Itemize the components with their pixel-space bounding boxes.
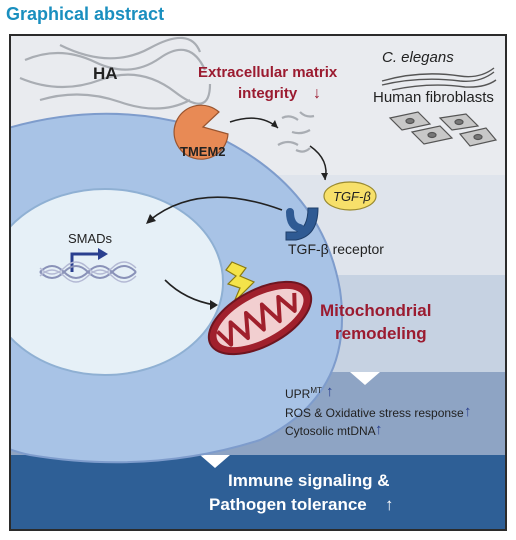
frame <box>9 34 507 531</box>
human-fibroblasts-label: Human fibroblasts <box>373 89 494 106</box>
nucleus <box>10 188 224 376</box>
dna-helix-icon <box>39 261 137 283</box>
c-elegans-worm-icon <box>381 67 497 91</box>
ecm-down-arrow: ↓ <box>313 85 321 102</box>
mitochondrion-icon <box>207 280 313 356</box>
fibroblast-cells-icon <box>388 111 498 147</box>
ha-fragments-icon <box>277 111 315 153</box>
tgf-beta-ligand <box>323 181 377 211</box>
arrow-receptor-head <box>146 214 156 224</box>
immune-signaling-label: Immune signaling & <box>228 471 390 490</box>
bottom-band <box>10 455 506 530</box>
ros-up-arrow: ↑ <box>464 403 472 420</box>
graphical-abstract-heading: Graphical abstract <box>6 4 165 24</box>
mtdna-label: Cytosolic mtDNA <box>285 424 376 438</box>
arrow-nucleus-head <box>210 300 218 310</box>
smads-label: SMADs <box>68 231 113 246</box>
tmem2-label: TMEM2 <box>180 144 226 159</box>
transcription-arrow-head <box>98 248 108 260</box>
arrow-receptor-to-nucleus <box>149 196 283 221</box>
ecm-label-line1: Extracellular matrix <box>198 64 338 81</box>
ecm-label-line2: integrity <box>238 85 298 102</box>
arrow-tmem2-head <box>271 120 278 128</box>
mito-remodeling-line2: remodeling <box>335 324 427 343</box>
tgf-beta-label: TGF-β <box>333 189 371 204</box>
mtdna-up-arrow: ↑ <box>375 421 383 438</box>
tgf-beta-receptor-label: TGF-β receptor <box>288 241 384 257</box>
pathogen-tolerance-up-arrow: ↑ <box>385 495 394 514</box>
pathogen-tolerance-label: Pathogen tolerance <box>209 495 367 514</box>
tgf-beta-receptor-icon <box>285 207 319 241</box>
ros-label: ROS & Oxidative stress response <box>285 406 464 420</box>
ha-chains <box>19 36 212 110</box>
tmem2-enzyme-icon <box>173 104 229 160</box>
mito-remodeling-line1: Mitochondrial <box>320 301 431 320</box>
c-elegans-label: C. elegans <box>382 49 454 66</box>
upr-up-arrow: ↑ <box>326 383 334 400</box>
upr-label: UPRMT <box>285 386 322 401</box>
arrow-fragments-head <box>321 173 328 180</box>
lightning-bolt-icon <box>225 261 256 303</box>
ha-label: HA <box>93 64 118 83</box>
